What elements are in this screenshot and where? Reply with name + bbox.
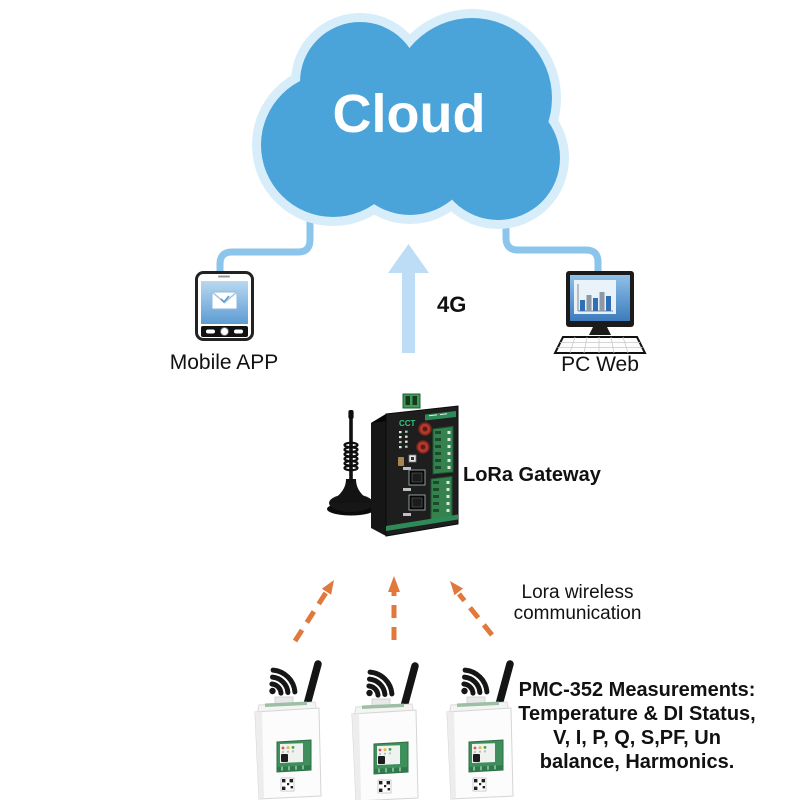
gateway-antenna-icon — [327, 410, 395, 532]
mail-icon — [211, 291, 238, 310]
pmc-meter-2 — [352, 666, 418, 800]
gateway-brand-label: CCT — [399, 419, 416, 428]
lora-wireless-line1: Lora wireless — [521, 582, 634, 603]
ethernet-ports — [403, 467, 426, 516]
status-leds — [399, 430, 408, 449]
cloud-icon: Cloud — [252, 9, 569, 229]
lora-gateway-device-icon: CCT — [327, 393, 459, 537]
lora-wireless-line2: communication — [513, 603, 642, 624]
bar-chart-icon — [574, 280, 616, 314]
cloud-label: Cloud — [333, 84, 486, 144]
lora-gateway-label: LoRa Gateway — [463, 464, 601, 486]
lora-wireless-label: Lora wireless communication — [495, 582, 660, 624]
sma-connectors — [416, 422, 432, 454]
pmc-line3: V, I, P, Q, S,PF, Un — [553, 727, 721, 749]
pmc-meter-3 — [447, 664, 513, 799]
mobile-app-label: Mobile APP — [169, 351, 279, 374]
pmc-measurements-label: PMC-352 Measurements: Temperature & DI S… — [508, 678, 766, 774]
keyboard-icon — [553, 336, 647, 354]
cloud-connectors — [216, 194, 602, 280]
pmc-line2: Temperature & DI Status, — [518, 703, 756, 725]
mobile-phone-icon — [195, 271, 254, 341]
pc-web-label: PC Web — [561, 353, 639, 376]
uplink-arrow-icon — [388, 244, 429, 353]
network-4g-label: 4G — [437, 292, 467, 317]
connector-mobile — [216, 194, 314, 280]
pc-icon — [553, 271, 647, 354]
gateway-box: CCT — [371, 393, 459, 537]
terminal-blocks — [430, 425, 454, 522]
connector-pc — [502, 194, 602, 280]
lora-dashed-arrows — [292, 576, 494, 643]
pmc-meter-1 — [255, 664, 321, 799]
pmc-line4: balance, Harmonics. — [539, 751, 735, 773]
pmc-line1: PMC-352 Measurements: — [518, 679, 756, 701]
